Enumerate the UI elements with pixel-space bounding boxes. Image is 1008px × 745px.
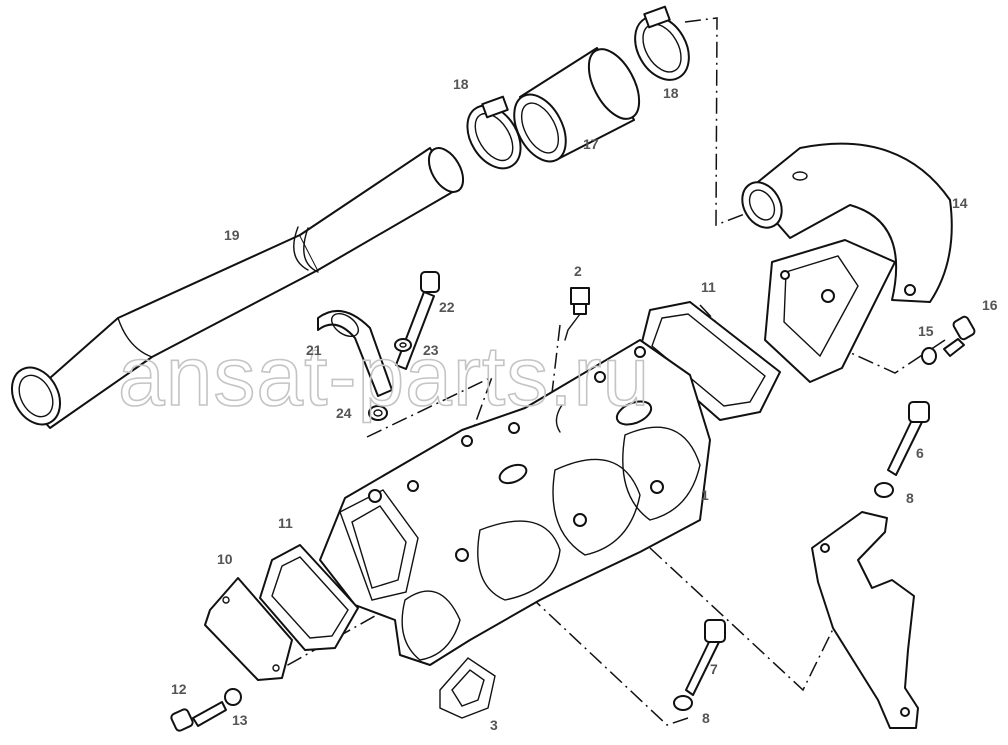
callout-2: 2 bbox=[574, 263, 582, 279]
washer-8-upper bbox=[874, 482, 894, 498]
bolt-6 bbox=[887, 401, 930, 476]
hose-clamp-18-lower bbox=[466, 95, 522, 170]
leader-bolt7-to-manifold bbox=[499, 567, 689, 726]
callout-22: 22 bbox=[439, 299, 455, 315]
hose-17 bbox=[513, 47, 641, 163]
bolt-16 bbox=[943, 315, 976, 357]
callout-8a: 8 bbox=[906, 490, 914, 506]
leader-bolt16-to-outlet bbox=[839, 339, 946, 374]
bolt-7 bbox=[685, 619, 726, 696]
callout-23: 23 bbox=[423, 342, 439, 358]
temperature-sensor-2 bbox=[555, 287, 590, 433]
gasket-3 bbox=[439, 657, 496, 719]
washer-13 bbox=[224, 688, 242, 706]
bolt-12 bbox=[170, 701, 227, 732]
callout-18b: 18 bbox=[663, 85, 679, 101]
watermark-text: ansat-parts.ru bbox=[118, 329, 650, 423]
bolt-22 bbox=[395, 271, 440, 370]
callout-7: 7 bbox=[710, 661, 718, 677]
callout-8b: 8 bbox=[702, 710, 710, 726]
callout-19: 19 bbox=[224, 227, 240, 243]
washer-8-lower bbox=[673, 695, 693, 711]
callout-11b: 11 bbox=[278, 515, 293, 531]
leader-bracket-to-manifold bbox=[649, 547, 836, 692]
callout-15: 15 bbox=[918, 323, 934, 339]
support-clamp-21 bbox=[317, 310, 393, 397]
callout-17: 17 bbox=[583, 136, 599, 152]
callout-12: 12 bbox=[171, 681, 187, 697]
manifold-1 bbox=[319, 339, 711, 666]
cover-plate-10 bbox=[204, 577, 293, 681]
outlet-elbow-14 bbox=[741, 142, 953, 383]
callout-6: 6 bbox=[916, 445, 924, 461]
callout-3: 3 bbox=[490, 717, 498, 733]
callout-10: 10 bbox=[217, 551, 233, 567]
bracket bbox=[811, 511, 919, 729]
hose-19 bbox=[11, 147, 465, 429]
callout-14: 14 bbox=[952, 195, 968, 211]
callout-labels: 1 2 3 6 7 8 8 10 11 11 12 13 14 15 16 17… bbox=[171, 76, 998, 733]
leader-clamp-to-manifold bbox=[366, 375, 494, 439]
callout-13: 13 bbox=[232, 712, 248, 728]
gasket-11-lower bbox=[259, 544, 359, 651]
hose-clamp-18-upper bbox=[634, 5, 690, 81]
washer-23 bbox=[394, 338, 412, 352]
callout-21: 21 bbox=[306, 342, 322, 358]
callout-1: 1 bbox=[701, 487, 709, 503]
callout-11a: 11 bbox=[701, 279, 716, 295]
leader-hose-to-outlet bbox=[684, 17, 751, 227]
callout-16: 16 bbox=[982, 297, 998, 313]
washer-15 bbox=[921, 347, 937, 365]
callout-24: 24 bbox=[336, 405, 352, 421]
callout-18a: 18 bbox=[453, 76, 469, 92]
washer-24 bbox=[368, 405, 388, 421]
